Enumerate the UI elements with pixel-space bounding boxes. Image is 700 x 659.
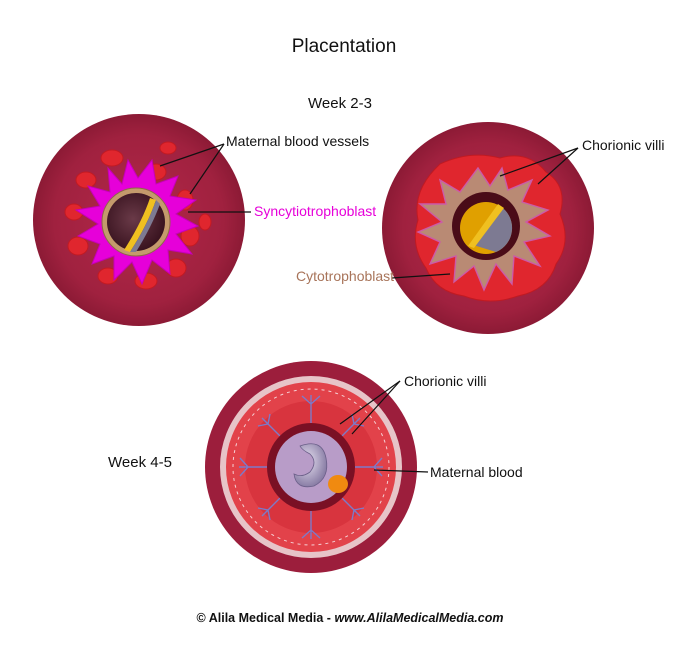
early-implantation-illustration <box>33 114 245 326</box>
chorionic-villi-branches <box>239 395 383 539</box>
footer-url: www.AlilaMedicalMedia.com <box>334 611 503 625</box>
label-maternal-blood: Maternal blood <box>430 464 523 480</box>
label-chorionic-villi-top: Chorionic villi <box>582 137 664 153</box>
label-cytotrophoblast: Cytotrophoblast <box>296 268 394 284</box>
leader-lines <box>159 143 579 473</box>
footer-credit-text: © Alila Medical Media - <box>197 611 335 625</box>
page-title: Placentation <box>292 36 397 57</box>
label-chorionic-villi-bottom: Chorionic villi <box>404 373 486 389</box>
stage-label-week-2-3: Week 2-3 <box>308 95 372 112</box>
label-maternal-blood-vessels: Maternal blood vessels <box>226 133 369 149</box>
embryo-shape <box>293 443 328 488</box>
week-4-5-illustration <box>205 361 417 573</box>
footer-credit: © Alila Medical Media - www.AlilaMedical… <box>197 611 504 625</box>
stage-label-week-4-5: Week 4-5 <box>108 454 172 471</box>
label-syncytiotrophoblast: Syncytiotrophoblast <box>254 203 376 219</box>
lacunar-stage-illustration <box>382 122 594 334</box>
